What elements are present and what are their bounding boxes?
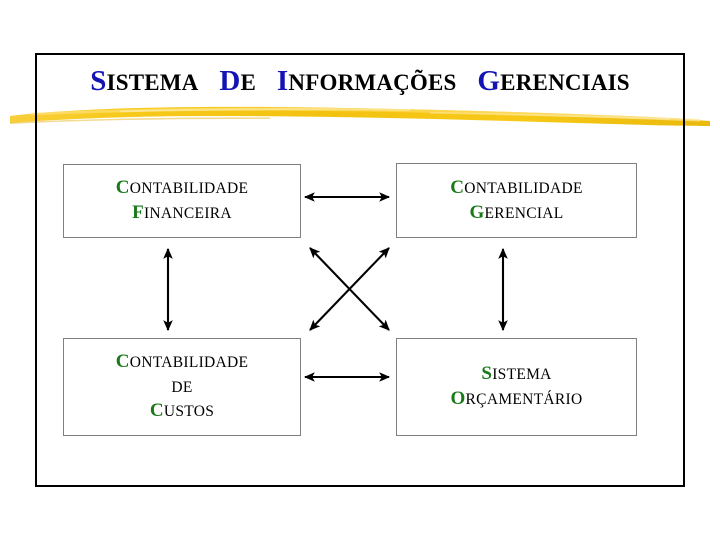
box-line: GERENCIAL: [469, 201, 563, 226]
initial-cap: G: [469, 201, 485, 223]
line-rest: ONTABILIDADE: [129, 180, 249, 198]
title-rest-e: E: [240, 70, 257, 95]
page-title: SISTEMA DE INFORMAÇÕES GERENCIAIS: [35, 66, 685, 96]
title-word-informacoes: INFORMAÇÕES: [277, 65, 457, 97]
box-line: FINANCEIRA: [132, 201, 232, 226]
slide-border-frame: [35, 53, 685, 487]
line-rest: ONTABILIDADE: [129, 353, 249, 371]
line-rest: RÇAMENTÁRIO: [465, 391, 583, 408]
line-rest: DE: [171, 378, 193, 396]
box-line: SISTEMA: [481, 362, 551, 387]
title-word-sistema: SISTEMA: [90, 65, 198, 97]
initial-cap: F: [132, 202, 144, 223]
line-rest: USTOS: [163, 403, 215, 421]
title-rest-erenciais: ERENCIAIS: [500, 70, 630, 95]
title-cap-i: I: [276, 65, 289, 97]
box-line: DE: [171, 375, 192, 400]
initial-cap: C: [450, 176, 465, 198]
title-rest-nformacoes: NFORMAÇÕES: [288, 70, 457, 95]
diagram-box-sistema-orcamentario[interactable]: SISTEMA ORÇAMENTÁRIO: [396, 338, 637, 436]
initial-cap: C: [149, 400, 164, 422]
box-line: CONTABILIDADE: [450, 176, 583, 201]
line-rest: ONTABILIDADE: [464, 179, 583, 197]
box-line: CUSTOS: [150, 399, 214, 424]
diagram-box-contabilidade-gerencial[interactable]: CONTABILIDADE GERENCIAL: [396, 163, 637, 238]
diagram-box-contabilidade-financeira[interactable]: CONTABILIDADE FINANCEIRA: [63, 164, 301, 238]
box-line: ORÇAMENTÁRIO: [450, 387, 582, 412]
initial-cap: C: [115, 350, 130, 372]
title-cap-s: S: [90, 65, 107, 97]
initial-cap: C: [115, 177, 130, 199]
diagram-box-contabilidade-de-custos[interactable]: CONTABILIDADE DE CUSTOS: [63, 338, 301, 436]
title-word-de: DE: [219, 65, 256, 97]
title-cap-d: D: [219, 65, 241, 97]
line-rest: INANCEIRA: [143, 205, 232, 222]
line-rest: ERENCIAL: [484, 204, 564, 222]
title-cap-g: G: [477, 65, 501, 97]
box-line: CONTABILIDADE: [116, 350, 249, 375]
title-rest-istema: ISTEMA: [106, 70, 199, 95]
initial-cap: S: [481, 363, 493, 385]
initial-cap: O: [450, 388, 466, 409]
line-rest: ISTEMA: [492, 366, 552, 384]
title-word-gerenciais: GERENCIAIS: [477, 65, 629, 97]
box-line: CONTABILIDADE: [116, 176, 249, 201]
